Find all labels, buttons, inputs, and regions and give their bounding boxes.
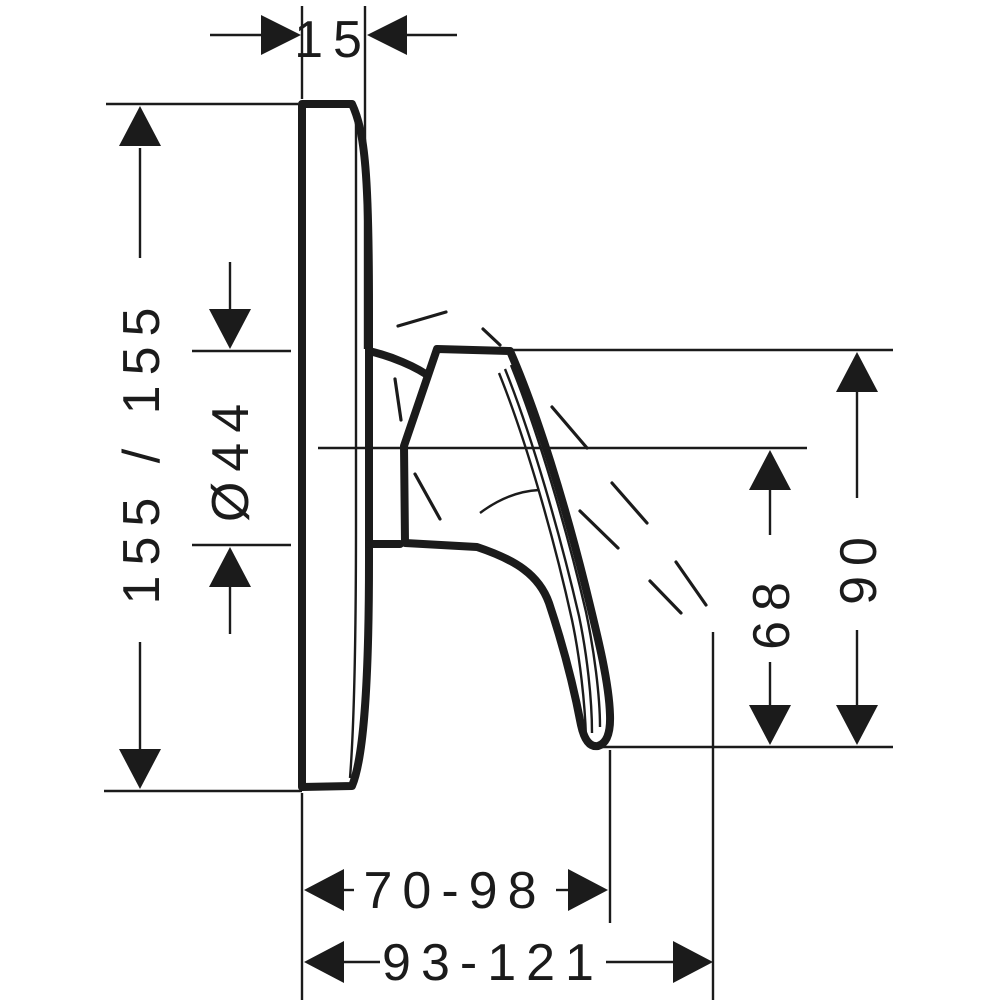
dash-segment xyxy=(481,327,502,347)
dim-hub-diameter-label: Ø44 xyxy=(202,394,260,522)
dash-segment xyxy=(648,579,683,615)
dim-wall-to-tip-closed-label: 70-98 xyxy=(364,862,547,920)
arrowhead-left xyxy=(367,15,407,55)
lever-accent-line-2 xyxy=(503,368,594,734)
handle-outline xyxy=(400,345,615,751)
arrowhead-up xyxy=(749,450,791,490)
wall-plate-side-view xyxy=(298,100,373,791)
dash-segment xyxy=(550,405,589,450)
dim-wall-to-tip-open-label: 93-121 xyxy=(382,934,604,992)
dash-segment xyxy=(396,310,448,328)
wall-plate-outline xyxy=(298,100,373,791)
dimension-hub-diameter: Ø44 xyxy=(192,262,291,634)
dimension-wall-to-tip-closed: 70-98 xyxy=(300,750,612,1000)
dim-axis-to-tip-label: 68 xyxy=(743,572,801,650)
hub-base-curve xyxy=(479,488,540,514)
arrowhead-left xyxy=(304,869,344,911)
dimension-plate-depth: 15 xyxy=(210,6,457,349)
wall-plate-face-line xyxy=(348,120,358,779)
arrowhead-up xyxy=(119,106,161,146)
dim-top-to-tip-label: 90 xyxy=(830,527,888,605)
dimension-axis-to-tip: 68 xyxy=(318,446,807,745)
arrowhead-right xyxy=(261,15,301,55)
dash-segment xyxy=(674,560,708,607)
arrowhead-left xyxy=(304,941,344,983)
dash-segment xyxy=(413,472,442,521)
arrowhead-right xyxy=(673,941,713,983)
sleeve-top-arc xyxy=(365,347,437,383)
dimension-top-to-tip: 90 xyxy=(437,348,893,749)
arrowhead-down xyxy=(836,705,878,745)
dash-segment xyxy=(578,509,620,550)
arrowhead-down xyxy=(119,749,161,789)
dimension-wall-to-tip-open: 93-121 xyxy=(304,632,715,1000)
lever-accent-line-3 xyxy=(497,372,588,739)
dash-segment xyxy=(393,377,403,422)
arrowhead-up xyxy=(836,352,878,392)
arrowhead-down xyxy=(749,705,791,745)
lever-accent-line-1 xyxy=(509,364,602,728)
dim-plate-size-label: 155 / 155 xyxy=(113,298,171,605)
handle-lever-closed xyxy=(400,345,615,751)
dim-plate-depth-label: 15 xyxy=(294,11,372,69)
arrowhead-right xyxy=(568,869,608,911)
handle-lever-open-dashed xyxy=(393,310,708,615)
dash-segment xyxy=(610,481,649,525)
arrowhead-up xyxy=(209,547,251,587)
arrowhead-down xyxy=(209,309,251,349)
dimension-plate-size: 155 / 155 xyxy=(104,102,302,793)
